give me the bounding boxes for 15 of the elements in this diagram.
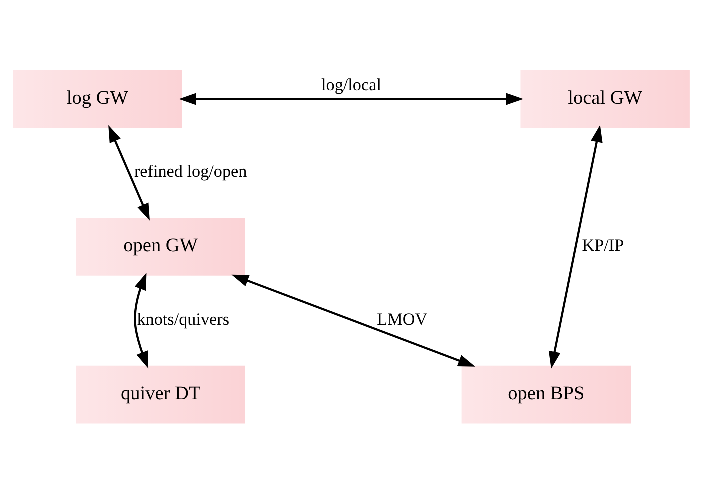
node-box: open BPS [462, 365, 632, 424]
arrow [548, 124, 603, 368]
edge-label: log/local [322, 74, 382, 94]
arrow [179, 92, 524, 105]
edge-label: refined log/open [134, 162, 248, 181]
node-box: log GW [13, 70, 182, 128]
node-box: open GW [76, 218, 246, 276]
node-box: quiver DT [76, 365, 246, 424]
edge-label: LMOV [377, 309, 428, 328]
edge-label: knots/quivers [137, 309, 230, 328]
node-box: local GW [520, 70, 690, 128]
arrow [232, 274, 476, 366]
edge-label: KP/IP [582, 236, 624, 255]
arrow [134, 272, 149, 368]
arrow [108, 124, 150, 220]
